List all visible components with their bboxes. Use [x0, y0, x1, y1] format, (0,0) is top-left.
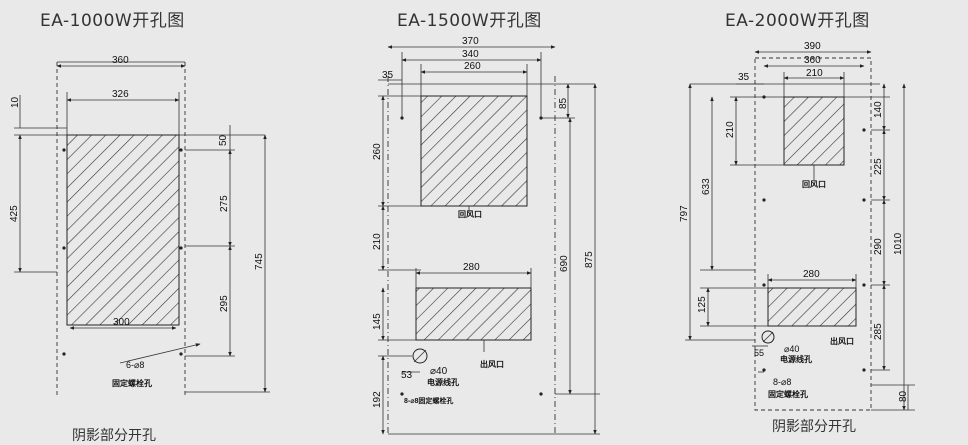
- bolt-hole-icon: [862, 283, 866, 287]
- dim-1500-192: 192: [372, 391, 383, 408]
- label-2000-bolt-count: 8-⌀8: [773, 377, 791, 387]
- dim-2000-285: 285: [873, 323, 884, 340]
- dim-2000-210h: 210: [725, 121, 736, 138]
- dim-1500-145: 145: [372, 313, 383, 330]
- label-1500-cable-hole: 电源线孔: [427, 377, 459, 387]
- dim-2000-55: 55: [754, 348, 764, 358]
- bolt-hole-icon: [179, 148, 183, 152]
- dim-2000-140: 140: [873, 101, 884, 118]
- footer-note-left: 阴影部分开孔: [72, 428, 156, 444]
- dim-1000-10: 10: [10, 96, 21, 108]
- dim-1500-260h: 260: [372, 143, 383, 160]
- label-1500-supply-air: 出风口: [480, 359, 504, 369]
- bolt-hole-icon: [539, 392, 543, 396]
- dim-2000-280: 280: [803, 269, 820, 280]
- dim-1500-40: ⌀40: [430, 366, 448, 377]
- bolt-hole-icon: [862, 128, 866, 132]
- label-2000-bolt-hole: 固定螺栓孔: [768, 389, 808, 399]
- footer-note-right: 阴影部分开孔: [772, 419, 856, 435]
- cutout-area-1000: [66, 134, 180, 326]
- dim-2000-210w: 210: [806, 68, 823, 79]
- dim-1500-280: 280: [463, 262, 480, 273]
- diagram-ea1500: 370 340 260 35 回风口 85 260 210 145: [372, 36, 600, 435]
- bolt-hole-icon: [862, 198, 866, 202]
- dim-2000-390: 390: [804, 41, 821, 52]
- dim-2000-80: 80: [898, 390, 909, 402]
- bolt-hole-icon: [762, 283, 766, 287]
- dim-2000-125: 125: [697, 296, 708, 313]
- return-air-cutout-2000: [783, 96, 845, 166]
- dim-1500-210: 210: [372, 233, 383, 250]
- dim-2000-360: 360: [804, 55, 821, 66]
- return-air-cutout-1500: [420, 95, 528, 207]
- label-2000-supply-air: 出风口: [830, 336, 854, 346]
- dim-1500-53: 53: [401, 370, 413, 381]
- dim-1000-425: 425: [9, 205, 20, 222]
- bolt-hole-icon: [539, 116, 543, 120]
- bolt-hole-icon: [762, 368, 766, 372]
- note-1000-holes: 6-⌀8: [126, 360, 144, 370]
- dim-2000-40: ⌀40: [784, 344, 799, 354]
- dim-1000-275: 275: [219, 195, 230, 212]
- note-1000-bolt-label: 固定螺栓孔: [112, 378, 152, 388]
- label-2000-return-air: 回风口: [802, 180, 826, 189]
- title-ea1500: EA-1500W开孔图: [397, 11, 542, 31]
- label-1500-return-air: 回风口: [458, 210, 482, 219]
- bolt-hole-icon: [762, 95, 766, 99]
- label-2000-cable-hole: 电源线孔: [780, 354, 812, 364]
- diagram-ea1000: 360 326 300 10 425 50 275 295 745: [9, 55, 270, 395]
- bolt-hole-icon: [62, 352, 66, 356]
- dim-1500-35: 35: [382, 70, 394, 81]
- dim-1000-50: 50: [218, 134, 229, 146]
- supply-air-cutout-1500: [415, 287, 532, 341]
- bolt-hole-icon: [179, 352, 183, 356]
- dim-1000-360: 360: [112, 55, 129, 66]
- bolt-hole-icon: [400, 392, 404, 396]
- diagram-ea2000: 390 360 210 35 回风口 210 633 797 140 225: [679, 41, 915, 411]
- bolt-hole-icon: [62, 246, 66, 250]
- dim-2000-225: 225: [873, 158, 884, 175]
- label-1500-bolt-hole: 8-⌀8固定螺栓孔: [404, 396, 453, 405]
- title-ea1000: EA-1000W开孔图: [40, 11, 185, 31]
- dim-2000-633: 633: [701, 178, 712, 195]
- bolt-hole-icon: [400, 116, 404, 120]
- dim-1500-690: 690: [559, 255, 570, 272]
- bolt-hole-icon: [762, 198, 766, 202]
- bolt-hole-icon: [62, 148, 66, 152]
- dim-1500-875: 875: [584, 251, 595, 268]
- dim-1500-85: 85: [558, 97, 569, 109]
- dim-1000-745: 745: [254, 253, 265, 270]
- supply-air-cutout-2000: [767, 287, 857, 327]
- dim-1000-300: 300: [113, 317, 130, 328]
- bolt-hole-icon: [179, 246, 183, 250]
- dim-1000-326: 326: [112, 89, 129, 100]
- dim-2000-35: 35: [738, 72, 750, 83]
- dim-1500-260w: 260: [464, 61, 481, 72]
- dim-2000-290: 290: [873, 238, 884, 255]
- dim-2000-797: 797: [679, 205, 690, 222]
- title-ea2000: EA-2000W开孔图: [725, 11, 870, 31]
- dim-1500-370: 370: [462, 36, 479, 47]
- dim-1500-340: 340: [462, 49, 479, 60]
- dim-2000-1010: 1010: [893, 232, 904, 255]
- bolt-hole-icon: [862, 368, 866, 372]
- dim-1000-295: 295: [219, 295, 230, 312]
